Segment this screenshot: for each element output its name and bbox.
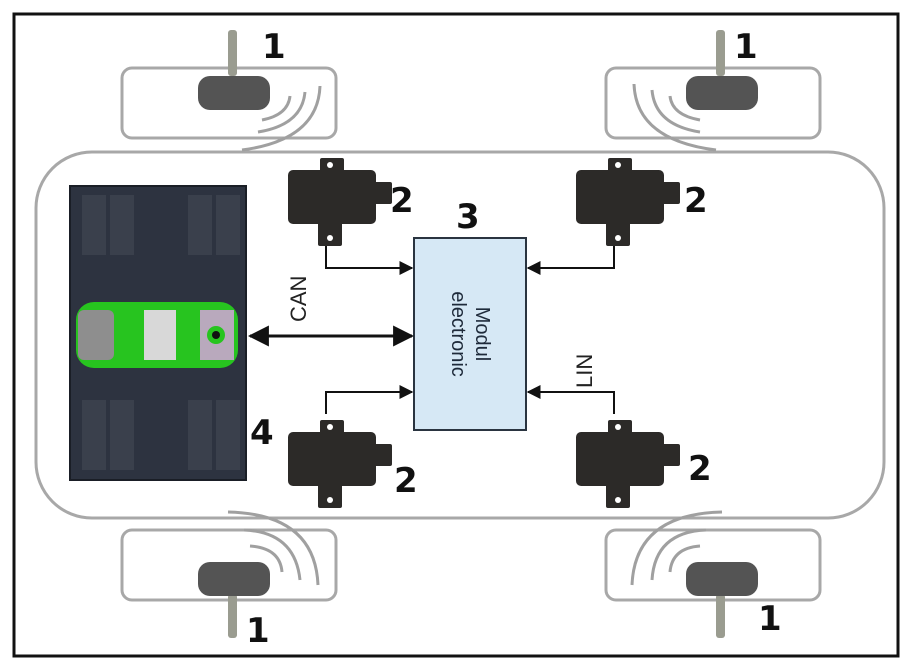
antenna-icon xyxy=(288,420,392,508)
tire-pressure-sensor-icon xyxy=(686,562,758,596)
antenna-icon xyxy=(576,420,680,508)
connector-front-right xyxy=(526,246,615,275)
wheel-front-left: 1 xyxy=(120,27,338,152)
lin-bus-label: LIN xyxy=(572,354,597,388)
antenna-icon xyxy=(576,158,680,246)
antenna-rear-left: 2 xyxy=(288,420,418,508)
connector-rear-left xyxy=(325,385,414,414)
module-label-line2: electronic xyxy=(447,291,469,377)
antenna-front-right: 2 xyxy=(576,158,708,246)
valve-stem-icon xyxy=(716,594,725,638)
wireless-signal-icon xyxy=(630,510,723,586)
valve-stem-icon xyxy=(228,594,237,638)
car-body-outline xyxy=(34,150,886,520)
valve-stem-icon xyxy=(716,30,725,76)
car-top-view-icon xyxy=(76,302,238,368)
display-unit-number: 4 xyxy=(250,413,274,453)
wheel-sensor-number: 1 xyxy=(246,611,270,651)
wheel-sensor-number: 1 xyxy=(734,27,758,67)
connector-rear-right xyxy=(526,385,615,414)
tire-pressure-sensor-icon xyxy=(198,76,270,110)
wireless-signal-icon xyxy=(227,510,320,586)
tire-pressure-sensor-icon xyxy=(686,76,758,110)
wheel-front-right: 1 xyxy=(604,27,822,152)
antenna-number: 2 xyxy=(688,449,712,489)
antenna-front-left: 2 xyxy=(288,158,414,246)
antenna-icon xyxy=(288,158,392,246)
wheel-sensor-number: 1 xyxy=(758,599,782,639)
tire-status-tiles xyxy=(82,195,240,470)
wireless-signal-icon xyxy=(632,83,717,152)
antenna-number: 2 xyxy=(394,461,418,501)
tire-pressure-sensor-icon xyxy=(198,562,270,596)
module-label-line1: Modul xyxy=(471,307,493,361)
antenna-rear-right: 2 xyxy=(576,420,712,508)
antenna-connections xyxy=(325,246,615,414)
valve-stem-icon xyxy=(228,30,237,76)
connector-front-left xyxy=(325,246,414,275)
module-number: 3 xyxy=(456,197,480,237)
wheel-sensor-number: 1 xyxy=(262,27,286,67)
display-unit xyxy=(69,185,247,481)
wireless-signal-icon xyxy=(241,85,322,152)
antenna-number: 2 xyxy=(684,181,708,221)
antenna-number: 2 xyxy=(390,181,414,221)
electronic-module: Modul electronic xyxy=(413,237,527,431)
can-bus-label: CAN xyxy=(286,276,311,322)
wheel-rear-left: 1 xyxy=(120,510,338,651)
wheel-rear-right: 1 xyxy=(604,510,822,639)
module-box xyxy=(413,237,527,431)
